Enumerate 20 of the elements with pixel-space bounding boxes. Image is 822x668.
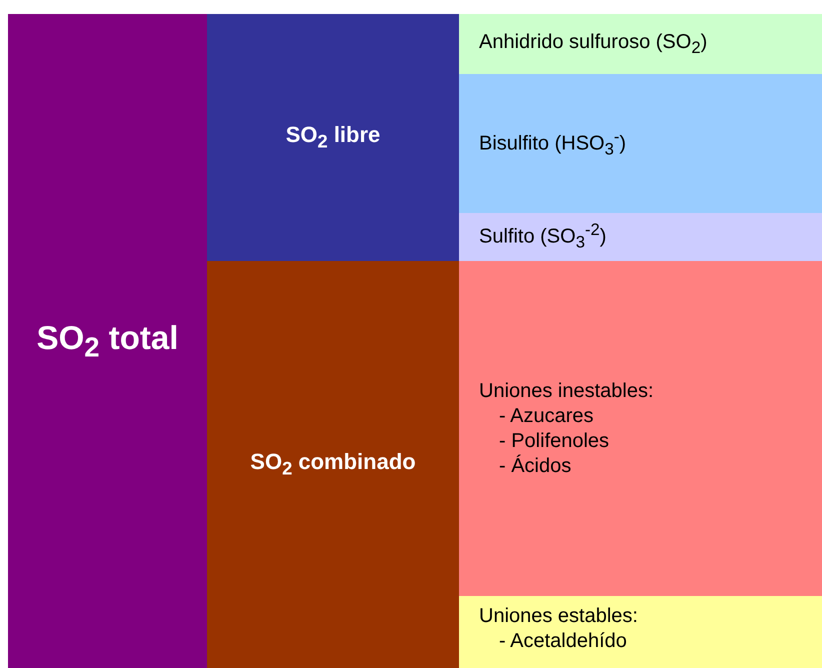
band-label: Uniones inestables:: [479, 378, 654, 404]
band-label: SO$_{2}$ combinado: [250, 448, 416, 481]
list-item: - Ácidos: [498, 454, 572, 478]
list-item: - Azucares: [498, 404, 594, 428]
form-band: [459, 14, 822, 74]
group-band: [207, 261, 459, 668]
form-band: [459, 213, 822, 261]
band-label: Bisulfito (HSO$_{3}$$^{-}$): [479, 126, 626, 160]
band-label: Uniones estables:: [479, 604, 638, 629]
band-label: Anhidrido sulfuroso (SO$_{2}$): [479, 30, 708, 58]
form-band: [459, 74, 822, 213]
band-label: SO$_{2}$ libre: [286, 121, 380, 154]
form-band: [459, 261, 822, 596]
list-item: - Acetaldehído: [498, 629, 627, 654]
total-band: [8, 14, 207, 668]
band-label: Sulfito (SO$_{3}$$^{-2}$): [479, 220, 606, 254]
form-band: [459, 596, 822, 668]
list-item: - Polifenoles: [498, 428, 610, 454]
group-band: [207, 14, 459, 261]
band-label: SO$_{2}$ total: [36, 318, 178, 365]
